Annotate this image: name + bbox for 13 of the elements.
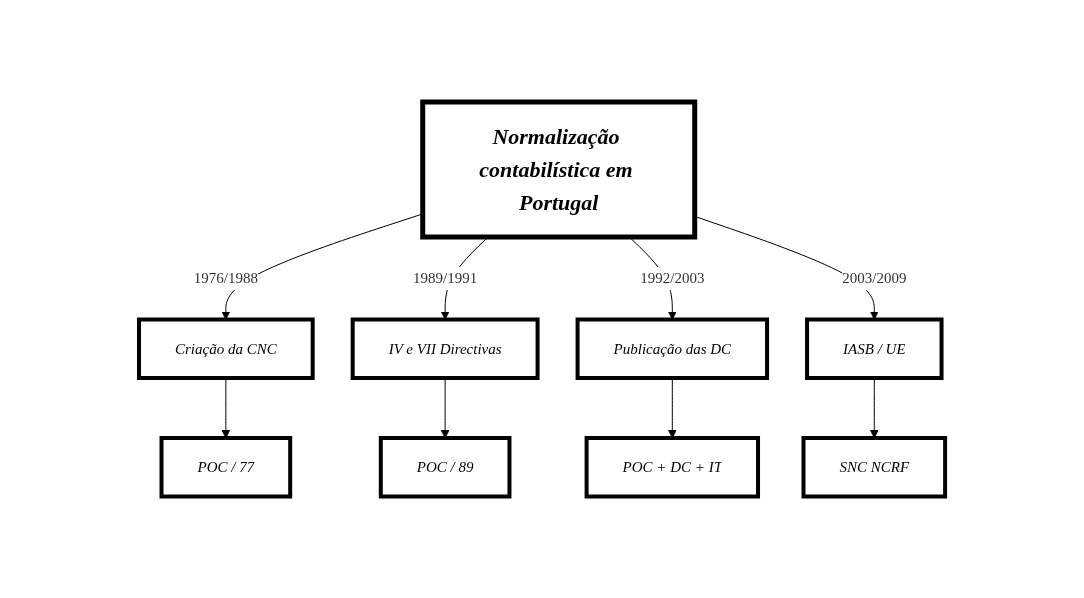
node-box: POC / 77 (159, 435, 293, 499)
node-box: SNC NCRF (801, 435, 948, 499)
edge-label: 2003/2009 (842, 269, 907, 286)
node-box: Normalização contabilística em Portugal (420, 99, 698, 240)
edge-label: 1989/1991 (412, 269, 478, 286)
node-box: Publicação das DC (575, 317, 769, 380)
node-box: POC / 89 (378, 435, 512, 499)
node-box: IASB / UE (805, 317, 944, 380)
node-box: Criação da CNC (136, 317, 315, 380)
edge-label: 1976/1988 (193, 269, 258, 286)
edge-label: 1992/2003 (640, 269, 705, 286)
node-box: IV e VII Directivas (350, 317, 540, 380)
node-box: POC + DC + IT (584, 435, 760, 499)
